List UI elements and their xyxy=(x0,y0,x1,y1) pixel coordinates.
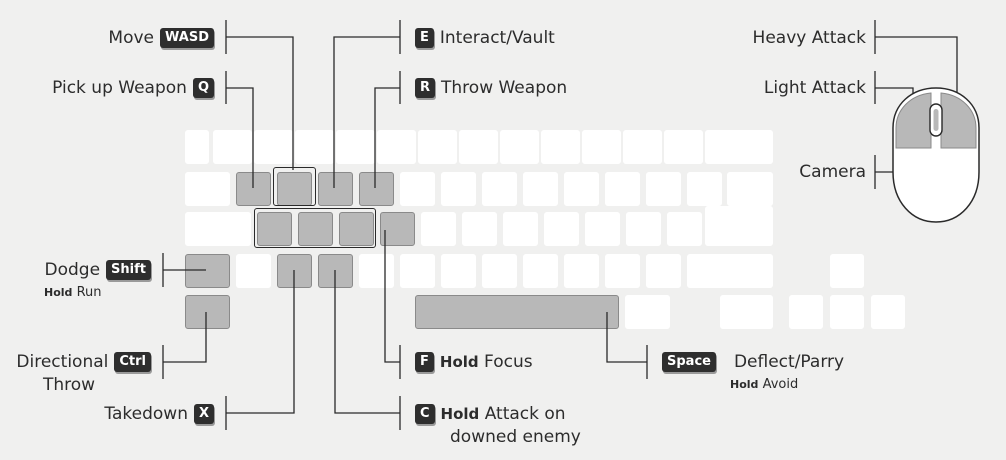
key xyxy=(727,172,773,206)
key-ctrl xyxy=(185,295,230,329)
key xyxy=(418,130,457,164)
key xyxy=(705,130,773,164)
key-badge-space: Space xyxy=(662,352,716,372)
key xyxy=(500,130,539,164)
label-attack-line2: downed enemy xyxy=(450,427,581,447)
key-badge-q: Q xyxy=(192,78,214,98)
key xyxy=(462,212,497,246)
key-a xyxy=(257,212,292,246)
key xyxy=(705,206,773,246)
key xyxy=(213,130,252,164)
label-light-attack: Light Attack xyxy=(763,78,866,98)
key xyxy=(605,254,640,288)
wasd-group-top xyxy=(273,167,316,206)
key xyxy=(646,254,681,288)
key xyxy=(441,254,476,288)
key-s xyxy=(298,212,333,246)
label-dodge-hold: Hold Run xyxy=(44,285,102,300)
key xyxy=(523,254,558,288)
key xyxy=(544,212,579,246)
key xyxy=(687,172,722,206)
key xyxy=(503,212,538,246)
key xyxy=(359,254,394,288)
key-badge-ctrl: Ctrl xyxy=(114,352,151,372)
key-shift xyxy=(185,254,230,288)
key xyxy=(585,212,620,246)
key xyxy=(564,254,599,288)
key xyxy=(625,295,670,329)
key xyxy=(564,172,599,206)
key-d xyxy=(339,212,374,246)
key-space xyxy=(415,295,619,329)
key xyxy=(185,130,209,164)
key xyxy=(541,130,580,164)
key xyxy=(789,295,823,329)
key xyxy=(185,212,251,246)
key xyxy=(605,172,640,206)
key-r xyxy=(359,172,394,206)
key xyxy=(871,295,905,329)
key xyxy=(295,130,334,164)
key xyxy=(441,172,476,206)
key xyxy=(254,130,293,164)
wasd-group-bottom xyxy=(254,208,376,248)
key xyxy=(400,172,435,206)
key xyxy=(236,254,271,288)
label-heavy-attack: Heavy Attack xyxy=(752,28,866,48)
key xyxy=(523,172,558,206)
key xyxy=(377,130,416,164)
key-badge-wasd: WASD xyxy=(160,28,214,48)
key xyxy=(830,295,864,329)
key xyxy=(830,254,864,288)
key xyxy=(582,130,621,164)
key xyxy=(687,254,773,288)
key xyxy=(646,172,681,206)
key xyxy=(336,130,375,164)
key xyxy=(667,212,702,246)
key-e xyxy=(318,172,353,206)
label-dirthrow-line2: Throw xyxy=(43,375,96,395)
key-badge-c: C xyxy=(415,404,435,424)
key-f xyxy=(380,212,415,246)
key xyxy=(664,130,703,164)
key-badge-x: X xyxy=(193,404,214,424)
key-badge-e: E xyxy=(415,28,434,48)
label-deflect-hold: Hold Avoid xyxy=(730,377,799,392)
key xyxy=(421,212,456,246)
key xyxy=(623,130,662,164)
key xyxy=(482,254,517,288)
key-w xyxy=(277,172,312,206)
key-badge-shift: Shift xyxy=(106,260,151,280)
key xyxy=(482,172,517,206)
key xyxy=(459,130,498,164)
key xyxy=(720,295,773,329)
key xyxy=(626,212,661,246)
key xyxy=(400,254,435,288)
key-badge-r: R xyxy=(415,78,436,98)
label-camera: Camera xyxy=(799,162,866,182)
mouse-diagram xyxy=(892,87,980,223)
key xyxy=(185,172,230,206)
key-badge-f: F xyxy=(415,352,434,372)
